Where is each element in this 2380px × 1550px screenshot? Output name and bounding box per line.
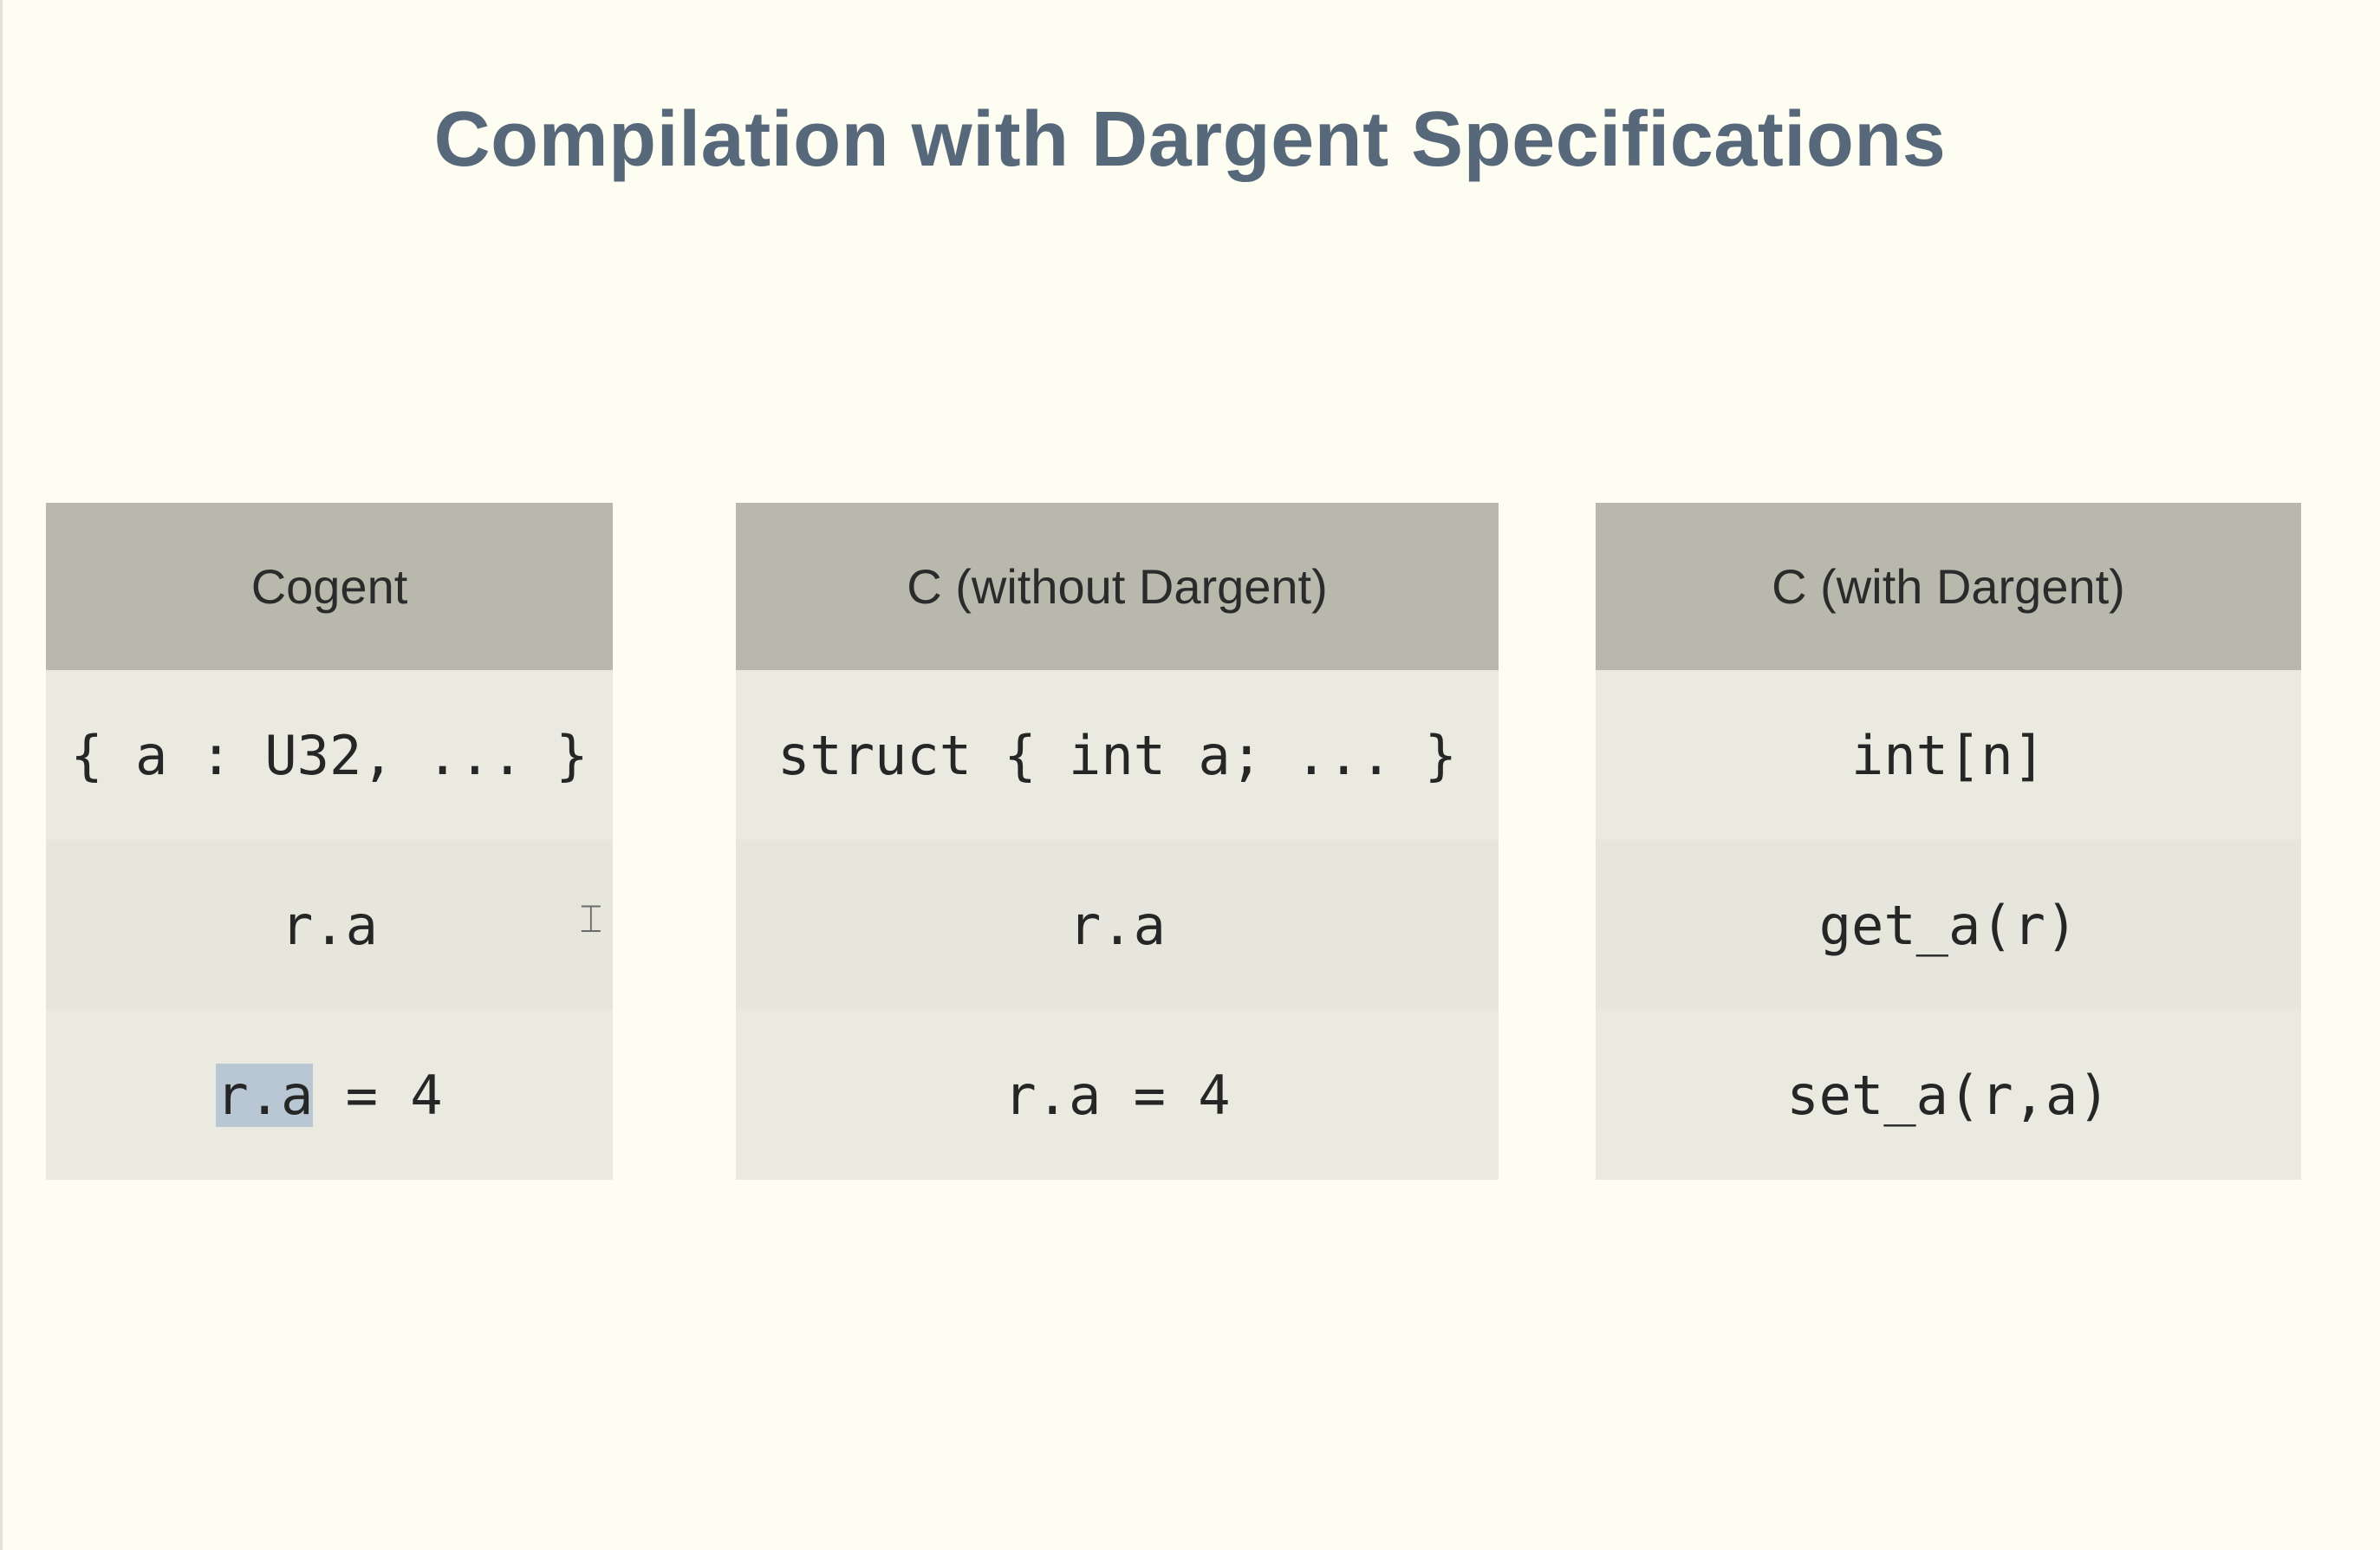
column-header-c-without-dargent: C (without Dargent) bbox=[736, 503, 1499, 670]
table-cell-text: = 4 bbox=[313, 1063, 443, 1127]
selected-text-highlight[interactable]: r.a bbox=[216, 1063, 314, 1127]
table-cell: r.a ⌶ bbox=[46, 840, 613, 1010]
slide-left-border bbox=[0, 0, 3, 1550]
table-cell: struct { int a; ... } bbox=[736, 670, 1499, 840]
cogent-column: Cogent { a : U32, ... } r.a ⌶ r.a = 4 bbox=[46, 503, 613, 1180]
slide-title: Compilation with Dargent Specifications bbox=[433, 96, 1947, 183]
table-cell: r.a bbox=[736, 840, 1499, 1010]
c-without-dargent-column: C (without Dargent) struct { int a; ... … bbox=[736, 503, 1499, 1180]
table-cell: set_a(r,a) bbox=[1596, 1010, 2301, 1180]
table-cell: get_a(r) bbox=[1596, 840, 2301, 1010]
table-cell: r.a = 4 bbox=[46, 1010, 613, 1180]
table-cell-text: r.a bbox=[281, 893, 378, 957]
table-cell: { a : U32, ... } bbox=[46, 670, 613, 840]
table-cell: r.a = 4 bbox=[736, 1010, 1499, 1180]
text-cursor-icon: ⌶ bbox=[579, 897, 602, 941]
column-header-c-with-dargent: C (with Dargent) bbox=[1596, 503, 2301, 670]
column-header-cogent: Cogent bbox=[46, 503, 613, 670]
table-cell: int[n] bbox=[1596, 670, 2301, 840]
c-with-dargent-column: C (with Dargent) int[n] get_a(r) set_a(r… bbox=[1596, 503, 2301, 1180]
